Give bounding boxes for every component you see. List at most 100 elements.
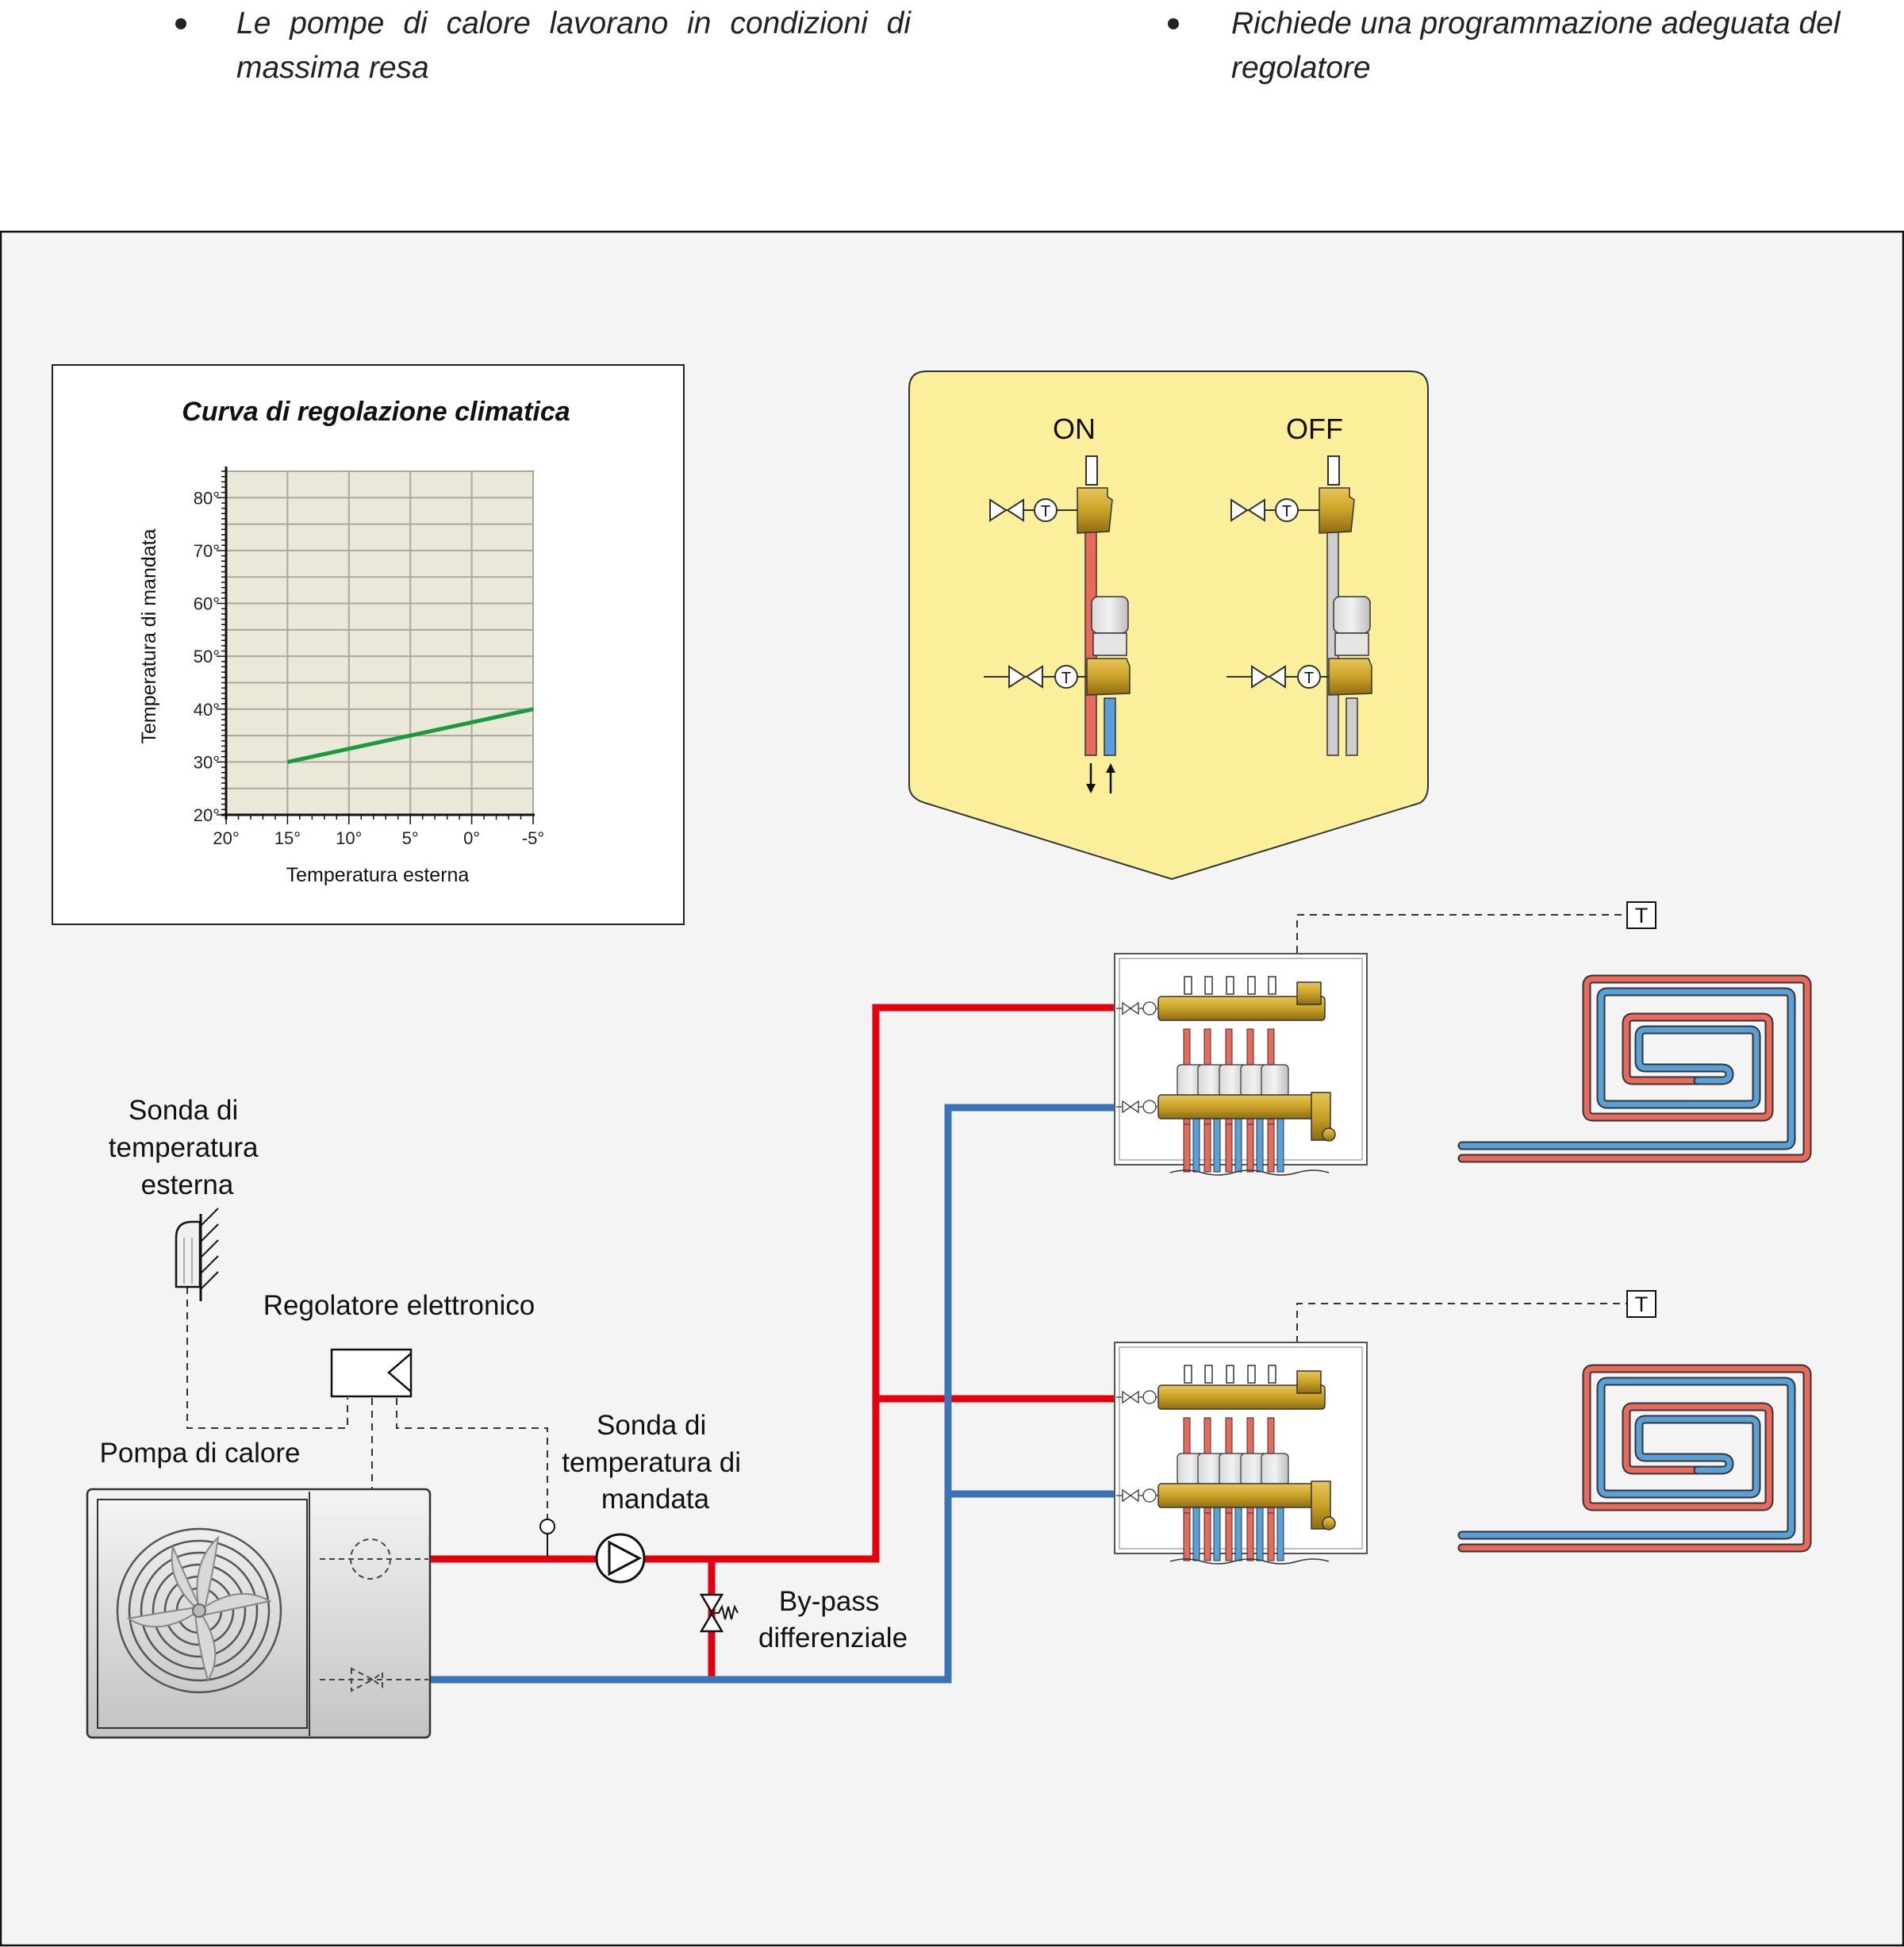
chart-title: Curva di regolazione climatica [182,397,570,427]
floor-line [1169,1169,1330,1176]
off-lower-brass-body [1328,658,1372,696]
air-vent-icon [1296,981,1322,1005]
circulation-pump-icon [595,1533,646,1584]
chart-xlabel: Temperatura esterna [286,864,470,886]
bullet-2-line2: regolatore [1231,51,1371,85]
thermostat-1-label: T [1635,904,1649,927]
coil-supply-tube [1459,1365,1810,1551]
actuator-icon [1261,1453,1289,1486]
on-actuator-base [1092,632,1127,656]
drain-cap-icon [1322,1127,1336,1142]
on-upper-brass-body [1077,487,1113,534]
manifold-supply-tube-low [1267,1512,1275,1561]
floor-heating-coil-1 [1457,974,1812,1163]
manifold-supply-tube-low [1203,1123,1211,1173]
off-return-pipe [1345,697,1358,756]
on-lower-valve-icon-b [1025,665,1043,689]
thermostat-2-box [1626,1290,1656,1318]
coil-supply-tube [1459,976,1810,1162]
off-lower-valve-icon [1251,665,1269,689]
off-upper-brass-body [1319,487,1355,534]
air-vent-icon [1296,1370,1322,1394]
coil-return-tube [1459,989,1795,1149]
on-lower-thermo-icon [1054,665,1078,689]
climate-curve-chart: Curva di regolazione climatica 20°30°40°… [52,364,685,925]
actuator-icon [1261,1064,1289,1097]
off-lower-thermo-icon [1297,665,1321,689]
label-outdoor-sensor-l2: temperatura [109,1132,259,1163]
electronic-regulator-icon [330,1348,413,1398]
bullet-text-2: Richiede una programmazione adeguata del [1231,2,1841,46]
off-upper-thermo-icon [1275,498,1299,522]
manifold-thermo-icon [1142,1488,1157,1503]
fan-blade [198,1592,272,1617]
manifold-valve-icon [1129,1390,1139,1404]
internal-check-valve-icon [351,1667,375,1692]
manifold-thermo-icon [1142,1390,1157,1404]
label-outdoor-sensor-l1: Sonda di [129,1095,238,1126]
flowmeter-icon [1204,1365,1213,1384]
off-lower-valve-icon-b [1268,665,1286,689]
label-flow-sensor-l3: mandata [601,1484,710,1515]
chart-plot-area [225,470,534,816]
label-bypass: By-pass differenziale [758,1586,908,1653]
thermostat-1-box [1626,901,1656,929]
label-bypass-l2: differenziale [758,1622,908,1653]
label-heat-pump: Pompa di calore [100,1438,301,1469]
manifold-supply-tube-low [1183,1512,1191,1561]
manifold-thermo-icon [1142,1100,1157,1114]
regulator-box [330,1348,413,1398]
wire-outdoor-sensor [186,1287,348,1429]
bullet-1-line1: Le pompe di calore lavorano in condizion… [236,6,911,40]
room-thermostat-2: T [1626,1290,1656,1318]
manifold-supply-tube-low [1225,1512,1233,1561]
return-collector-bar [1157,1094,1326,1119]
valve-callout: ON OFF T T [908,371,1429,881]
manifold-supply-tube-low [1203,1512,1211,1561]
fan-ring [140,1551,259,1670]
flowmeter-icon [1204,976,1213,995]
thermostat-2-label: T [1635,1292,1649,1316]
off-upper-valve-icon-b [1247,498,1265,522]
label-flow-sensor-l2: temperatura di [562,1447,741,1478]
manifold-supply-tube-low [1267,1123,1275,1173]
manifold-supply-tube-low [1183,1123,1191,1173]
on-flowmeter-icon [1085,455,1098,486]
manifold-supply-tube-low [1246,1512,1254,1561]
bypass-valve-bottom [699,1611,724,1633]
off-upper-thermo-label: T [1282,503,1292,520]
supply-pipe-main [428,1004,1115,1563]
on-lower-brass-body [1086,658,1130,696]
bypass-spring-icon [713,1604,739,1620]
valve-on-group: T T [984,455,1130,793]
bullet-dot [175,18,186,29]
drain-cap-icon [1322,1516,1336,1530]
down-arrow-head [1086,784,1096,793]
on-lower-thermo-label: T [1061,670,1071,687]
manifold-supply-tube-low [1246,1123,1254,1173]
bypass-valve-icon [699,1593,739,1633]
manifold-valve-icon [1122,1100,1132,1114]
fan-blade [171,1544,202,1612]
label-outdoor-sensor: Sonda di temperatura esterna [109,1095,266,1200]
on-label: ON [1053,413,1096,445]
y-tick-label: 60° [194,594,220,614]
x-tick-label: 15° [274,828,301,848]
flowmeter-icon [1184,976,1192,995]
callout-shape [908,371,1429,881]
x-tick-label: 10° [336,828,362,848]
bullet-text-1: Le pompe di calore lavorano in condizion… [236,2,911,46]
label-flow-sensor: Sonda di temperatura di mandata [562,1410,748,1515]
outdoor-wall-hatch [200,1208,219,1290]
internal-compressor-icon [350,1538,391,1580]
fan-blade [126,1606,201,1628]
flowmeter-icon [1247,1365,1256,1384]
up-arrow-head [1106,763,1115,773]
fan-ring [128,1539,271,1682]
room-thermostat-1: T [1626,901,1656,929]
regulator-symbol [387,1353,412,1392]
y-tick-label: 80° [194,488,220,508]
x-tick-label: -5° [522,828,544,848]
on-return-pipe [1104,697,1116,756]
